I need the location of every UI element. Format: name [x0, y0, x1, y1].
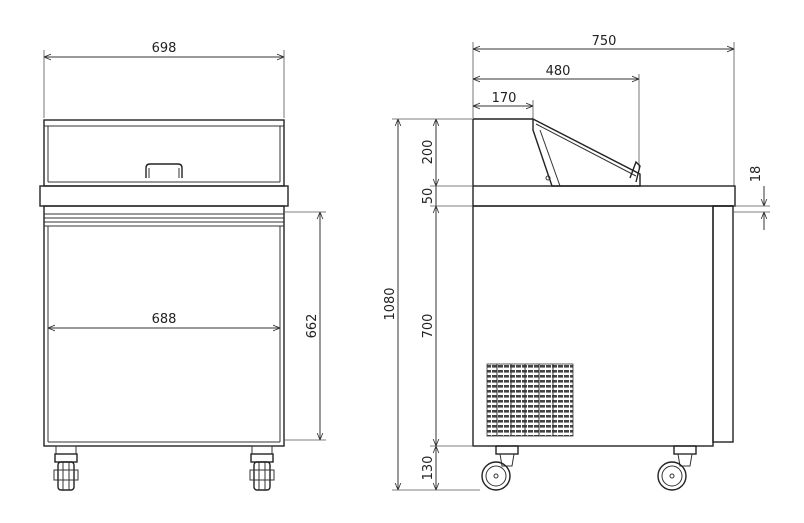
side-cabinet — [472, 205, 734, 447]
dimension-cabinet-height: 700 — [421, 206, 473, 447]
dimension-overall-depth: 750 — [472, 34, 735, 186]
dimension-lid-depth: 480 — [473, 64, 640, 168]
dim-label-front-width: 698 — [152, 41, 177, 56]
front-view: 698 688 — [39, 41, 326, 491]
dimension-door-width: 688 — [48, 312, 280, 328]
dim-label-lid-offset: 170 — [492, 91, 517, 106]
dimension-overhang: 18 — [734, 166, 770, 230]
dimension-total-height: 1080 — [383, 118, 480, 491]
dim-label-total-height: 1080 — [383, 287, 398, 320]
lid-handle-icon — [145, 163, 183, 178]
front-caster-left — [53, 445, 79, 491]
dim-label-lid-depth: 480 — [546, 64, 571, 79]
dim-label-top-section-height: 200 — [421, 140, 436, 165]
dimension-lid-offset: 170 — [473, 91, 534, 118]
front-caster-right — [249, 445, 275, 491]
dim-label-overall-depth: 750 — [592, 34, 617, 49]
dim-label-worktop-thickness: 50 — [421, 188, 436, 205]
dim-label-leg-height: 130 — [421, 456, 436, 481]
vent-grille — [486, 363, 574, 437]
front-top-section — [43, 119, 285, 187]
side-worktop — [472, 185, 736, 207]
side-top-section — [472, 117, 641, 187]
dim-label-cabinet-height: 700 — [421, 314, 436, 339]
side-view: 750 480 170 — [383, 34, 770, 491]
dimension-top-section-height: 200 — [421, 119, 473, 187]
dimension-door-height: 662 — [284, 211, 326, 441]
dim-label-door-height: 662 — [305, 314, 320, 339]
side-caster-right — [657, 445, 697, 491]
front-cabinet — [43, 205, 285, 447]
dimension-leg-height: 130 — [421, 446, 436, 490]
dim-label-door-width: 688 — [152, 312, 177, 327]
dimension-front-width: 698 — [43, 41, 285, 118]
front-worktop — [39, 185, 289, 207]
dim-label-overhang: 18 — [749, 166, 764, 183]
dimension-worktop-thickness: 50 — [421, 186, 473, 207]
side-caster-left — [481, 445, 519, 491]
